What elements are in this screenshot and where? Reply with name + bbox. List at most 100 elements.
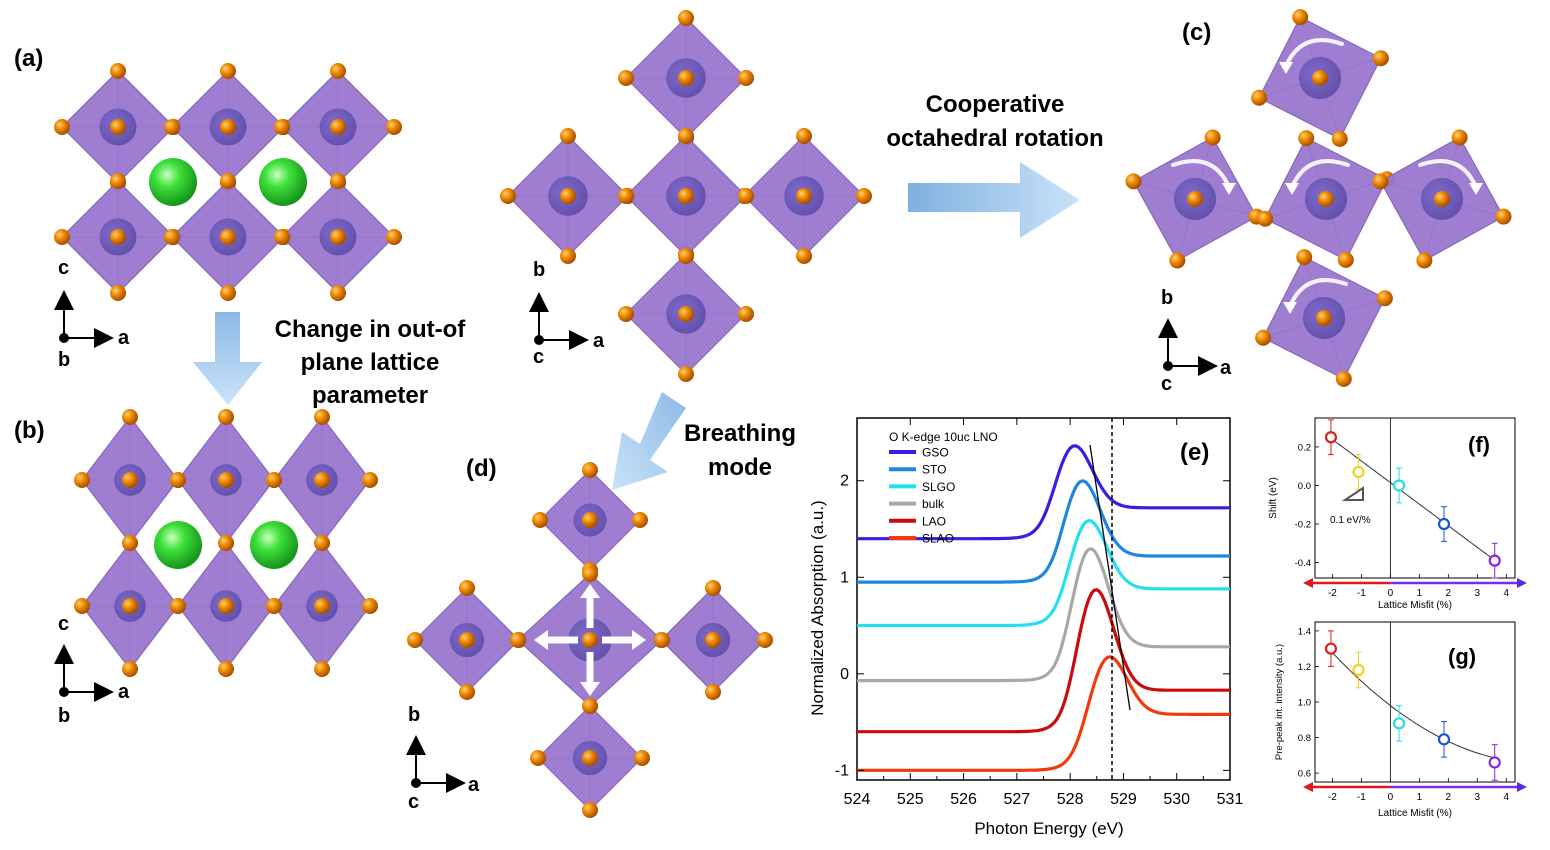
y-tick-label: 0.8 xyxy=(1298,733,1311,744)
rotation-arrow xyxy=(1284,38,1344,68)
oxygen-atom xyxy=(1331,130,1348,147)
chart-g-ylabel: Pre-peak int. intensity (a.u.) xyxy=(1274,644,1285,760)
panel-label-c: (c) xyxy=(1182,19,1211,46)
x-tick-label: 524 xyxy=(844,791,871,808)
y-tick-label: 1.2 xyxy=(1298,662,1311,673)
oxygen-atom xyxy=(218,661,234,677)
oxygen-atom xyxy=(54,229,70,245)
oxygen-atom xyxy=(500,188,516,204)
rotation-arrow xyxy=(1418,159,1478,189)
svg-text:Cooperative: Cooperative xyxy=(926,91,1065,118)
svg-text:a: a xyxy=(118,327,130,349)
x-tick-label: 530 xyxy=(1163,791,1190,808)
svg-text:b: b xyxy=(408,704,420,726)
oxygen-atom xyxy=(796,128,812,144)
x-tick-label: 525 xyxy=(897,791,924,808)
y-tick-label: 0 xyxy=(840,666,849,683)
svg-text:a: a xyxy=(1220,357,1232,379)
chart-g-panel-label: (g) xyxy=(1448,644,1476,669)
xas-curve-bulk xyxy=(857,547,1230,683)
oxygen-atom xyxy=(678,248,694,264)
svg-text:mode: mode xyxy=(708,454,772,481)
svg-text:b: b xyxy=(1161,287,1173,309)
oxygen-atom xyxy=(314,472,330,488)
oxygen-atom xyxy=(362,472,378,488)
panel-label-a: (a) xyxy=(14,45,43,72)
axes-triad-a: c a b xyxy=(54,257,130,371)
structure-d xyxy=(407,462,773,818)
data-point xyxy=(1437,517,1451,531)
oxygen-atom xyxy=(1204,129,1221,146)
axes-triad-d: b a c xyxy=(406,704,480,813)
oxygen-atom xyxy=(582,462,598,478)
compressive-arrowhead xyxy=(1303,782,1313,792)
oxygen-atom xyxy=(796,188,812,204)
oxygen-atom xyxy=(220,119,236,135)
oxygen-atom xyxy=(122,472,138,488)
xas-curve-lao xyxy=(857,587,1230,734)
chart-f-xlabel: Lattice Misfit (%) xyxy=(1378,600,1452,611)
rotation-arrow-head xyxy=(1222,183,1236,195)
oxygen-atom xyxy=(314,409,330,425)
axes-triad-b: c a b xyxy=(54,613,130,727)
oxygen-atom xyxy=(678,128,694,144)
oxygen-atom xyxy=(678,10,694,26)
rotation-arrow xyxy=(1171,159,1231,189)
right-arrow xyxy=(908,162,1080,238)
legend-label-lao: LAO xyxy=(922,514,946,528)
svg-text:Change in out-of: Change in out-of xyxy=(275,316,467,343)
chart-f-frame xyxy=(1314,417,1516,579)
breathing-arrow-head xyxy=(580,584,600,598)
structure-undistorted xyxy=(500,10,872,382)
svg-text:b: b xyxy=(58,705,70,727)
x-tick-label: 4 xyxy=(1504,588,1510,599)
oxygen-atom xyxy=(74,472,90,488)
oxygen-atom xyxy=(170,598,186,614)
xas-curve-slao xyxy=(857,655,1230,772)
xas-curve-sto xyxy=(857,479,1230,584)
oxygen-atom xyxy=(1316,310,1332,326)
data-point xyxy=(1324,431,1338,444)
data-point xyxy=(1352,663,1365,677)
structure-c xyxy=(1125,9,1512,387)
x-tick-label: 526 xyxy=(950,791,977,808)
oxygen-atom xyxy=(1169,252,1186,269)
chart-f-slope-triangle xyxy=(1341,486,1364,501)
oxygen-atom xyxy=(164,229,180,245)
svg-text:b: b xyxy=(58,349,70,371)
y-tick-label: -0.2 xyxy=(1295,520,1311,531)
oxygen-atom xyxy=(1372,173,1389,190)
oxygen-atom xyxy=(582,632,598,648)
oxygen-atom xyxy=(530,750,546,766)
data-point xyxy=(1392,479,1406,492)
oxygen-atom xyxy=(1318,191,1334,207)
chart-e-peak-trend-line xyxy=(1089,444,1131,711)
y-tick-label: 1 xyxy=(840,569,849,586)
oxygen-atom xyxy=(1434,191,1450,207)
x-tick-label: 531 xyxy=(1217,791,1244,808)
tensile-arrowhead xyxy=(1517,782,1527,792)
chart-g-xlabel: Lattice Misfit (%) xyxy=(1378,808,1452,819)
down-arrow xyxy=(193,312,262,405)
breathing-arrow-head xyxy=(580,682,600,696)
svg-text:Breathing: Breathing xyxy=(684,420,796,447)
svg-text:c: c xyxy=(408,791,419,813)
oxygen-atom xyxy=(218,472,234,488)
oxygen-atom xyxy=(654,632,670,648)
y-tick-label: 2 xyxy=(840,473,849,490)
x-tick-label: 3 xyxy=(1475,792,1481,803)
svg-text:a: a xyxy=(118,681,130,703)
axes-triad-c: b a c xyxy=(1158,287,1232,395)
oxygen-atom xyxy=(218,598,234,614)
diagonal-arrow xyxy=(612,392,686,490)
oxygen-atom xyxy=(560,248,576,264)
x-tick-label: 0 xyxy=(1388,792,1394,803)
data-point xyxy=(1352,465,1365,479)
chart-e-legend-title: O K-edge 10uc LNO xyxy=(889,430,998,444)
x-tick-label: 527 xyxy=(1004,791,1031,808)
oxygen-atom xyxy=(122,409,138,425)
data-point xyxy=(1324,642,1338,655)
oxygen-atom xyxy=(634,750,650,766)
